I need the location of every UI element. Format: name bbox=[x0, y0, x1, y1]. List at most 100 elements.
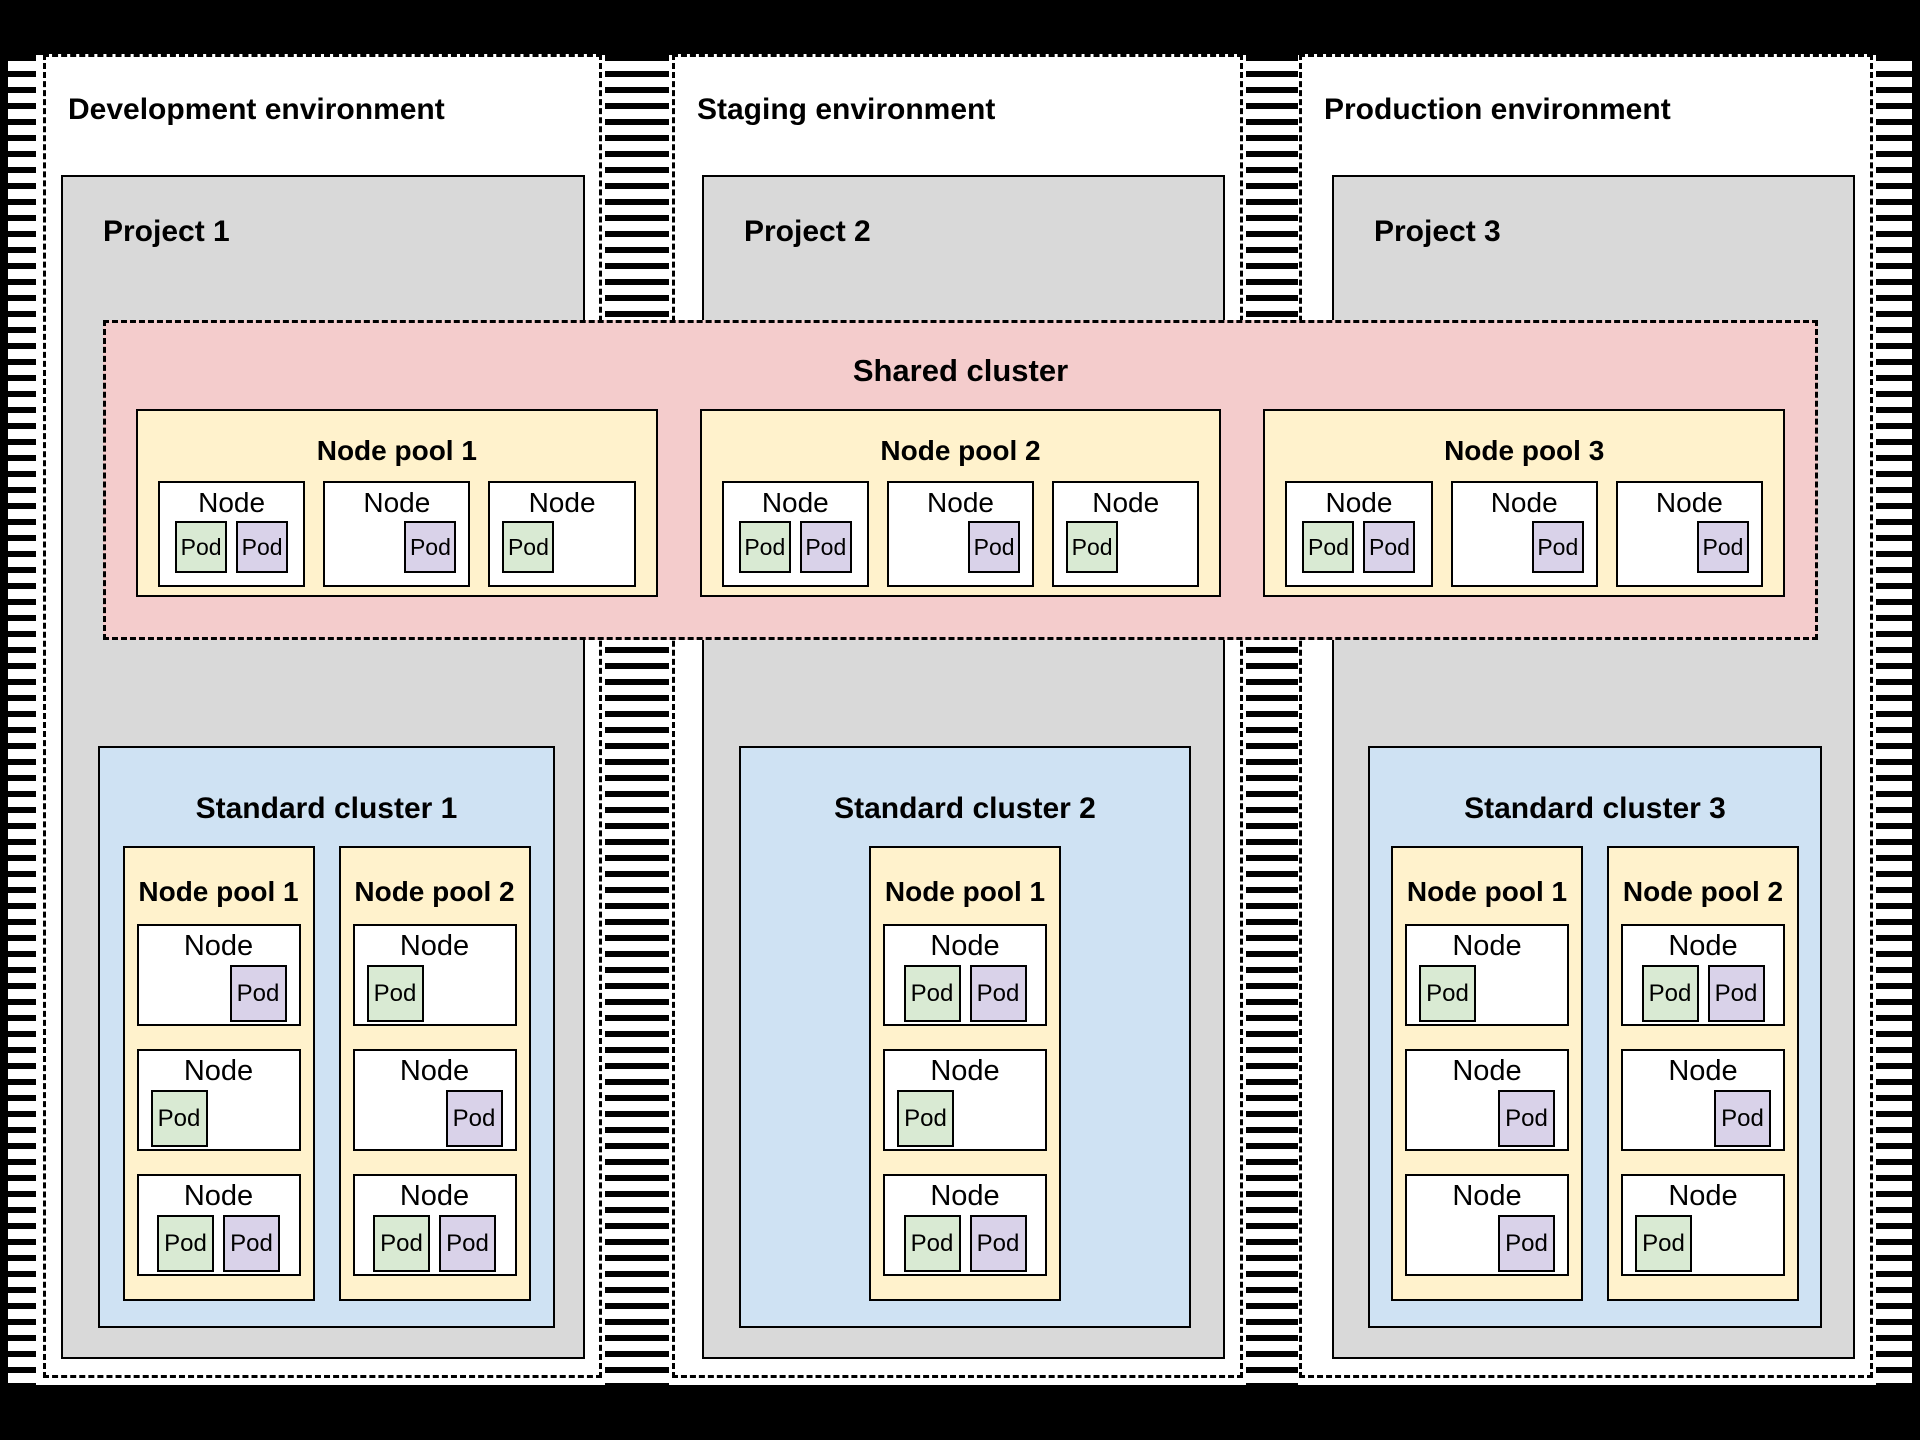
pod-row: Pod bbox=[1623, 1090, 1783, 1147]
node-label: Node bbox=[930, 1055, 1000, 1087]
node-pool-title: Node pool 1 bbox=[138, 876, 299, 907]
node-label: Node bbox=[927, 487, 994, 518]
pod-green: Pod bbox=[897, 1090, 954, 1147]
pod-row: Pod bbox=[1054, 521, 1197, 573]
pod-green: Pod bbox=[1302, 521, 1355, 573]
project-label: Project 1 bbox=[103, 215, 230, 248]
pod-green: Pod bbox=[738, 521, 791, 573]
node-label: Node bbox=[528, 487, 596, 518]
pod-purple: Pod bbox=[1714, 1090, 1771, 1147]
pod-row: Pod bbox=[1407, 1090, 1567, 1147]
pod-row: Pod bbox=[139, 965, 299, 1022]
node-label: Node bbox=[1092, 487, 1160, 518]
pod-row: Pod bbox=[1407, 965, 1567, 1022]
node-pool-title: Node pool 2 bbox=[354, 876, 515, 907]
pod-purple: Pod bbox=[236, 521, 289, 573]
node-label: Node bbox=[930, 1180, 1000, 1212]
pod-row: Pod bbox=[889, 521, 1032, 573]
cluster-title: Standard cluster 2 bbox=[834, 792, 1096, 825]
node-pool-title: Node pool 2 bbox=[1622, 876, 1784, 907]
pod-purple: Pod bbox=[969, 1215, 1027, 1272]
node-pool-title: Node pool 2 bbox=[880, 435, 1041, 466]
pod-green: Pod bbox=[1635, 1215, 1692, 1272]
pod-row: Pod bbox=[1407, 1215, 1567, 1272]
pod-purple: Pod bbox=[439, 1215, 496, 1272]
pod-green: Pod bbox=[175, 521, 228, 573]
node-label: Node bbox=[399, 1055, 470, 1087]
pod-purple: Pod bbox=[1363, 521, 1416, 573]
node-label: Node bbox=[183, 1180, 254, 1212]
project-label: Project 2 bbox=[744, 215, 871, 248]
environment-label: Production environment bbox=[1324, 93, 1671, 126]
pod-row: Pod bbox=[1623, 1215, 1783, 1272]
node-label: Node bbox=[1452, 1180, 1522, 1212]
pod-purple: Pod bbox=[1498, 1090, 1555, 1147]
hatch-divider-dev-staging bbox=[605, 55, 669, 1385]
node-pool-title: Node pool 1 bbox=[1406, 876, 1568, 907]
pod-green: Pod bbox=[373, 1215, 430, 1272]
node-label: Node bbox=[930, 930, 1000, 962]
pod-purple: Pod bbox=[1498, 1215, 1555, 1272]
pod-purple: Pod bbox=[223, 1215, 280, 1272]
pod-green: Pod bbox=[1641, 965, 1699, 1022]
node-label: Node bbox=[399, 1180, 470, 1212]
node-label: Node bbox=[1490, 487, 1558, 518]
pod-row: Pod bbox=[885, 1090, 1045, 1147]
cluster-title: Standard cluster 1 bbox=[195, 792, 458, 825]
pod-purple: Pod bbox=[969, 965, 1027, 1022]
environment-label: Development environment bbox=[68, 93, 445, 126]
pod-purple: Pod bbox=[445, 1090, 503, 1147]
node-label: Node bbox=[363, 487, 431, 518]
node-label: Node bbox=[183, 1055, 254, 1087]
pod-purple: Pod bbox=[1531, 521, 1584, 573]
node-label: Node bbox=[183, 930, 254, 962]
pod-purple: Pod bbox=[968, 521, 1021, 573]
pod-row: Pod bbox=[325, 521, 468, 573]
pod-row: Pod bbox=[1618, 521, 1761, 573]
pod-green: Pod bbox=[1419, 965, 1476, 1022]
pod-row: Pod bbox=[355, 1090, 515, 1147]
development-environment-box: Development environment Project 1 Standa… bbox=[43, 54, 602, 1378]
node-label: Node bbox=[1452, 930, 1522, 962]
node-label: Node bbox=[1668, 930, 1738, 962]
environment-label: Staging environment bbox=[697, 93, 996, 126]
pod-green: Pod bbox=[366, 965, 424, 1022]
